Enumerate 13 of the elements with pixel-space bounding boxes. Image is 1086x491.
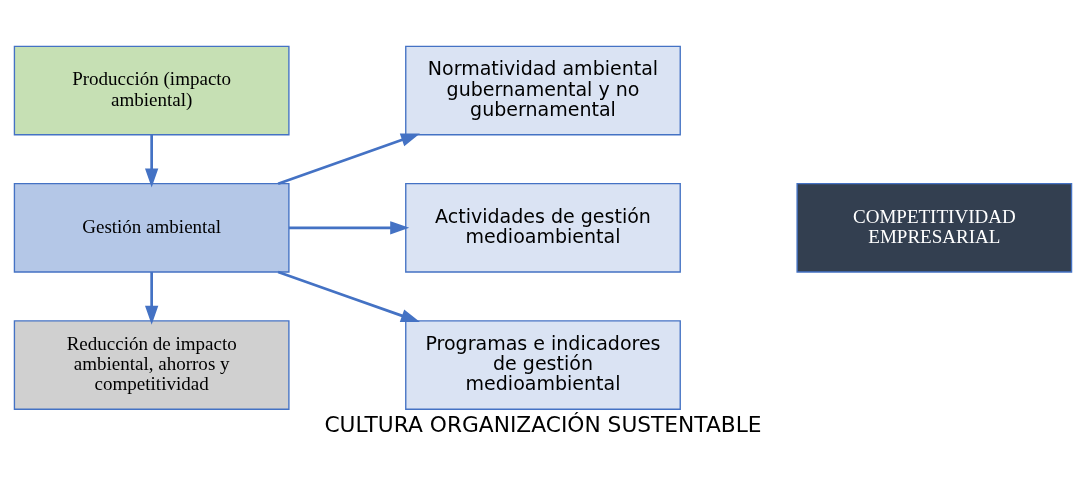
arrow xyxy=(288,221,410,235)
arrow xyxy=(145,134,159,188)
caption: CULTURA ORGANIZACIÓN SUSTENTABLE xyxy=(324,412,762,438)
node-box: Gestión ambiental xyxy=(13,183,290,273)
node-box: Actividades de gestión medioambiental xyxy=(405,183,681,273)
node-box: Reducción de impacto ambiental, ahorros y competitividad xyxy=(13,320,290,410)
node-box: Programas e indicadores de gestión medioambiental xyxy=(405,320,681,410)
node-box: Normatividad ambiental gubernamental y no gubernamental xyxy=(405,45,681,136)
arrow xyxy=(277,133,420,185)
arrow xyxy=(277,270,420,323)
arrow xyxy=(145,272,159,325)
node-box: Producción (impacto ambiental) xyxy=(13,45,290,136)
node-box: COMPETITIVIDAD EMPRESARIAL xyxy=(796,183,1073,273)
